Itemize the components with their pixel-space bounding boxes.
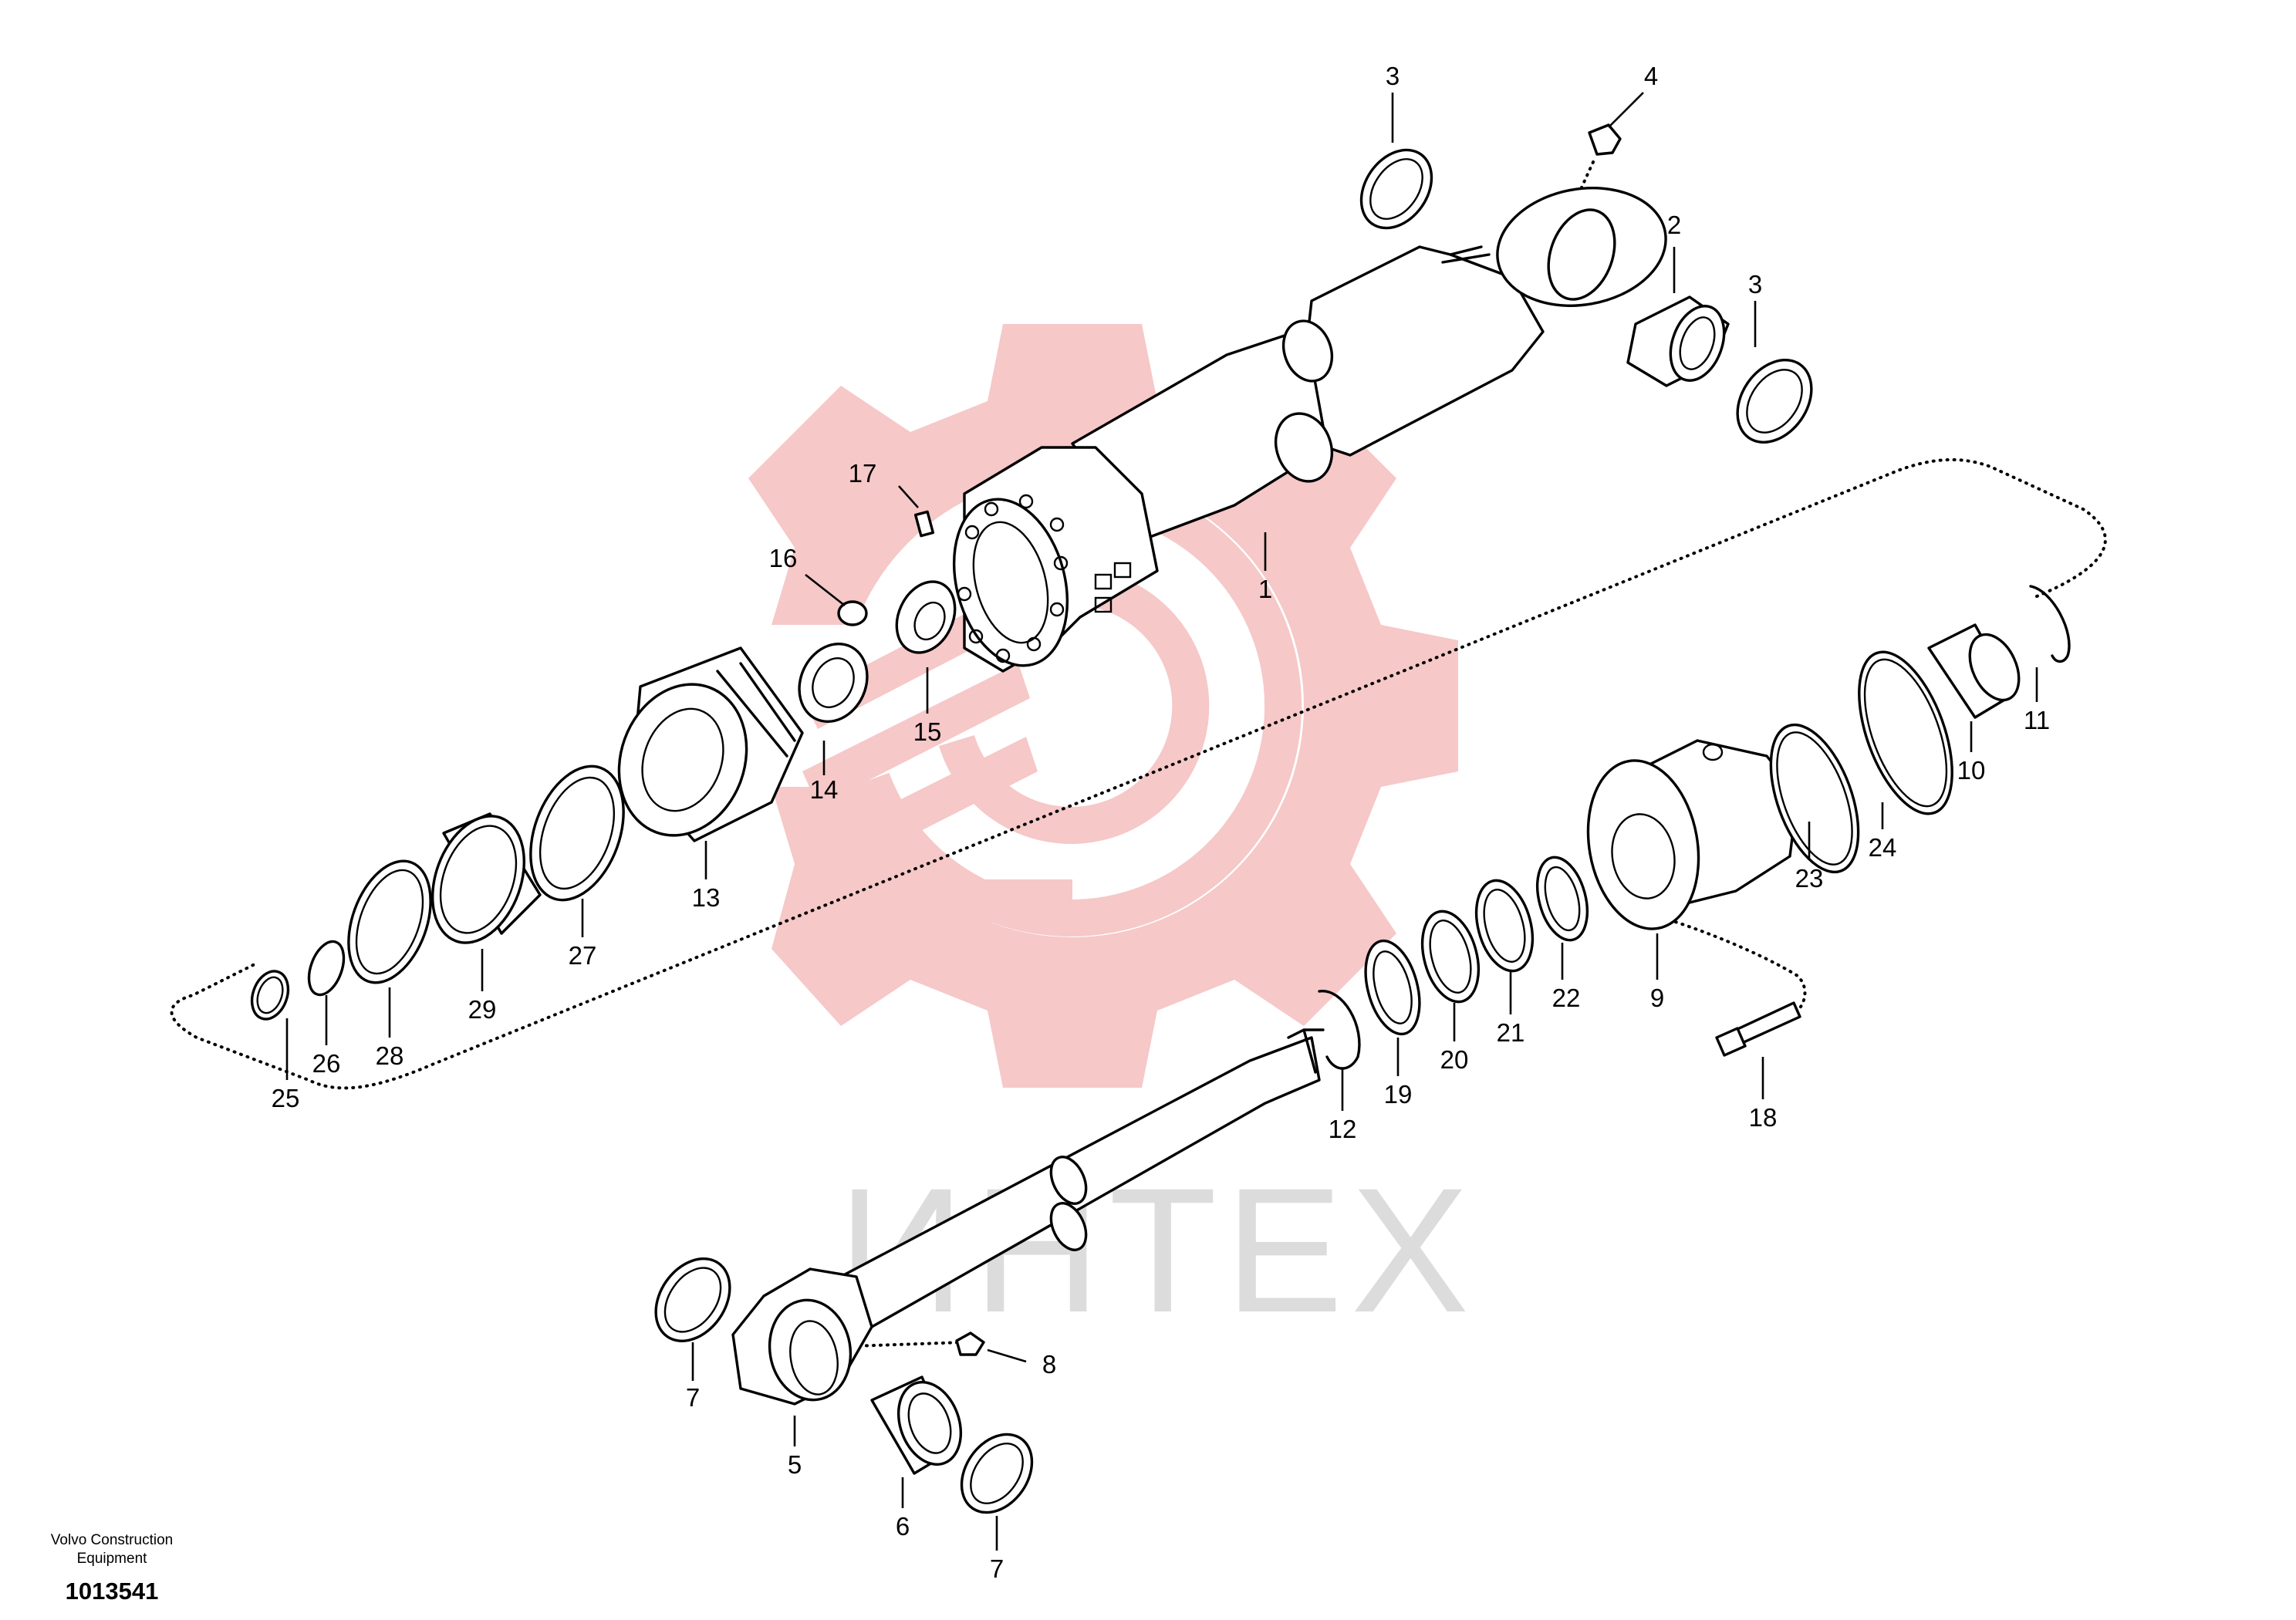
callout-21: 21 <box>1497 1018 1525 1047</box>
piston-rod <box>731 1028 1325 1406</box>
callout-24: 24 <box>1869 833 1897 862</box>
callout-12: 12 <box>1329 1115 1357 1143</box>
callout-17: 17 <box>849 459 877 488</box>
callout-3-upper-left: 3 <box>1386 62 1400 90</box>
bushing-upper <box>1626 295 1730 387</box>
cushion-ring <box>798 642 869 724</box>
dust-seal-lower-right <box>960 1433 1034 1514</box>
o-ring-small <box>307 940 346 997</box>
callout-7-left: 7 <box>686 1383 700 1412</box>
cylinder-tube <box>952 187 1667 673</box>
snap-ring-small <box>250 970 290 1021</box>
bushing-head <box>1927 623 2021 719</box>
callout-23: 23 <box>1795 864 1824 893</box>
dust-seal-upper-left <box>1359 148 1433 230</box>
callout-20: 20 <box>1440 1045 1469 1074</box>
backup-ring <box>529 764 625 902</box>
dust-seal-upper-right <box>1736 359 1813 444</box>
callout-28: 28 <box>376 1041 404 1070</box>
callout-14: 14 <box>810 775 839 804</box>
buffer-ring <box>1420 910 1481 1004</box>
callout-labels: 1 2 3 3 4 5 6 7 7 8 9 10 11 12 13 14 15 … <box>272 62 2050 1583</box>
callout-19: 19 <box>1384 1080 1413 1109</box>
callout-16: 16 <box>769 544 798 572</box>
callout-15: 15 <box>913 717 942 746</box>
callout-2: 2 <box>1667 211 1681 239</box>
callout-7-right: 7 <box>990 1554 1004 1583</box>
head-bolt <box>1715 1001 1801 1057</box>
wear-ring <box>431 812 542 944</box>
dust-wiper <box>1536 856 1589 942</box>
callout-1: 1 <box>1258 575 1272 603</box>
plug <box>837 600 868 626</box>
grease-nipple-upper <box>1588 123 1622 156</box>
assembly-outline-dotted <box>170 457 2107 1090</box>
callout-27: 27 <box>569 941 597 970</box>
piston-nut <box>895 580 957 654</box>
piston <box>617 646 804 842</box>
callout-29: 29 <box>468 995 497 1024</box>
piston-seal <box>347 859 432 984</box>
callout-11: 11 <box>2024 706 2050 734</box>
callout-6: 6 <box>896 1512 910 1541</box>
callout-26: 26 <box>312 1049 341 1078</box>
grease-guide-top-dotted <box>1572 160 1595 206</box>
callout-3-upper-right: 3 <box>1748 270 1762 299</box>
callout-18: 18 <box>1749 1103 1778 1132</box>
callout-25: 25 <box>272 1084 300 1112</box>
dust-seal-lower-left <box>654 1257 731 1342</box>
leader-lines <box>285 92 2038 1551</box>
retaining-ring <box>2029 585 2071 663</box>
grease-nipple-lower <box>955 1331 985 1356</box>
manufacturer-name: Volvo Construction Equipment <box>50 1532 174 1567</box>
callout-4: 4 <box>1644 62 1658 90</box>
callout-8: 8 <box>1042 1350 1056 1379</box>
callout-22: 22 <box>1552 984 1581 1012</box>
snap-ring-rod <box>1318 990 1361 1070</box>
callout-9: 9 <box>1650 984 1664 1012</box>
rod-wiper <box>1474 879 1535 973</box>
callout-10: 10 <box>1957 756 1986 785</box>
set-screw <box>913 510 935 538</box>
footer-block: Volvo Construction Equipment 1013541 <box>0 1531 224 1605</box>
bushing-lower <box>870 1375 963 1475</box>
o-ring-head <box>1769 723 1860 874</box>
callout-5: 5 <box>788 1450 802 1479</box>
rod-seal <box>1364 939 1421 1036</box>
callout-13: 13 <box>692 883 721 912</box>
backup-ring-head <box>1858 650 1953 815</box>
grease-guide-dotted <box>851 1341 966 1348</box>
document-number: 1013541 <box>65 1578 159 1605</box>
cylinder-head <box>1586 739 1799 930</box>
